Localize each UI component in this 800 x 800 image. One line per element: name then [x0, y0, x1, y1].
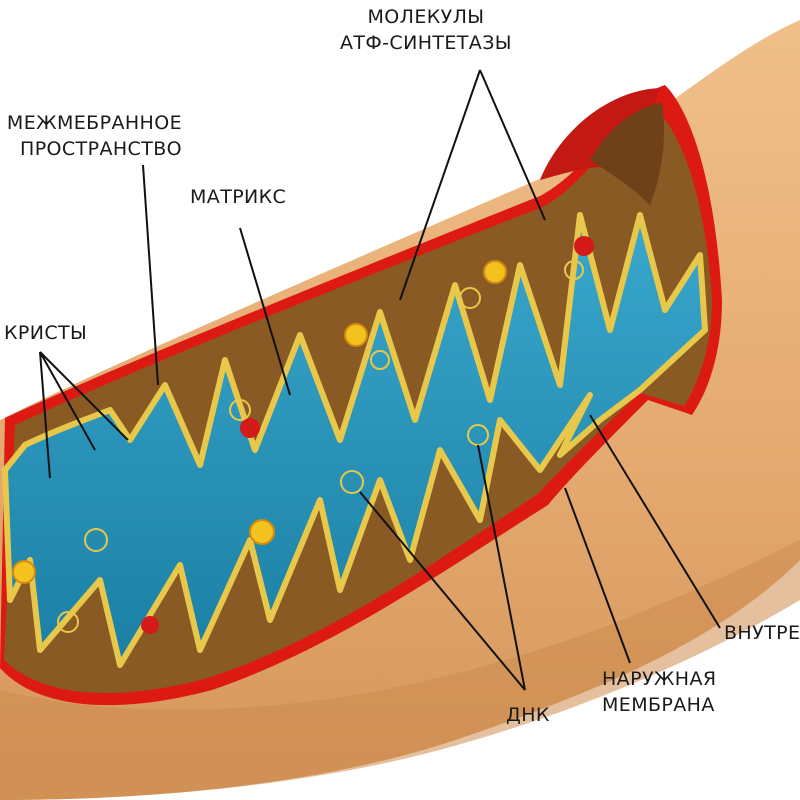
membrane-cap-inner — [590, 103, 665, 205]
label-cristae: КРИСТЫ — [4, 322, 88, 344]
matrix-shape — [2, 212, 708, 668]
label-matrix: МАТРИКС — [190, 186, 287, 208]
label-dna: ДНК — [506, 704, 550, 726]
outer-membrane-shadow — [0, 540, 800, 800]
label-intermembrane-space: МЕЖМЕБРАННОЕ ПРОСТРАНСТВО — [6, 112, 182, 160]
granules — [12, 236, 594, 634]
label-outer-membrane: НАРУЖНАЯ МЕМБРАНА — [602, 668, 717, 716]
label-inner-membrane: ВНУТРЕННЯЯ — [724, 622, 800, 644]
leader-lines — [39, 69, 721, 691]
label-atp-synthase: МОЛЕКУЛЫ АТФ-СИНТЕТАЗЫ — [340, 6, 512, 54]
